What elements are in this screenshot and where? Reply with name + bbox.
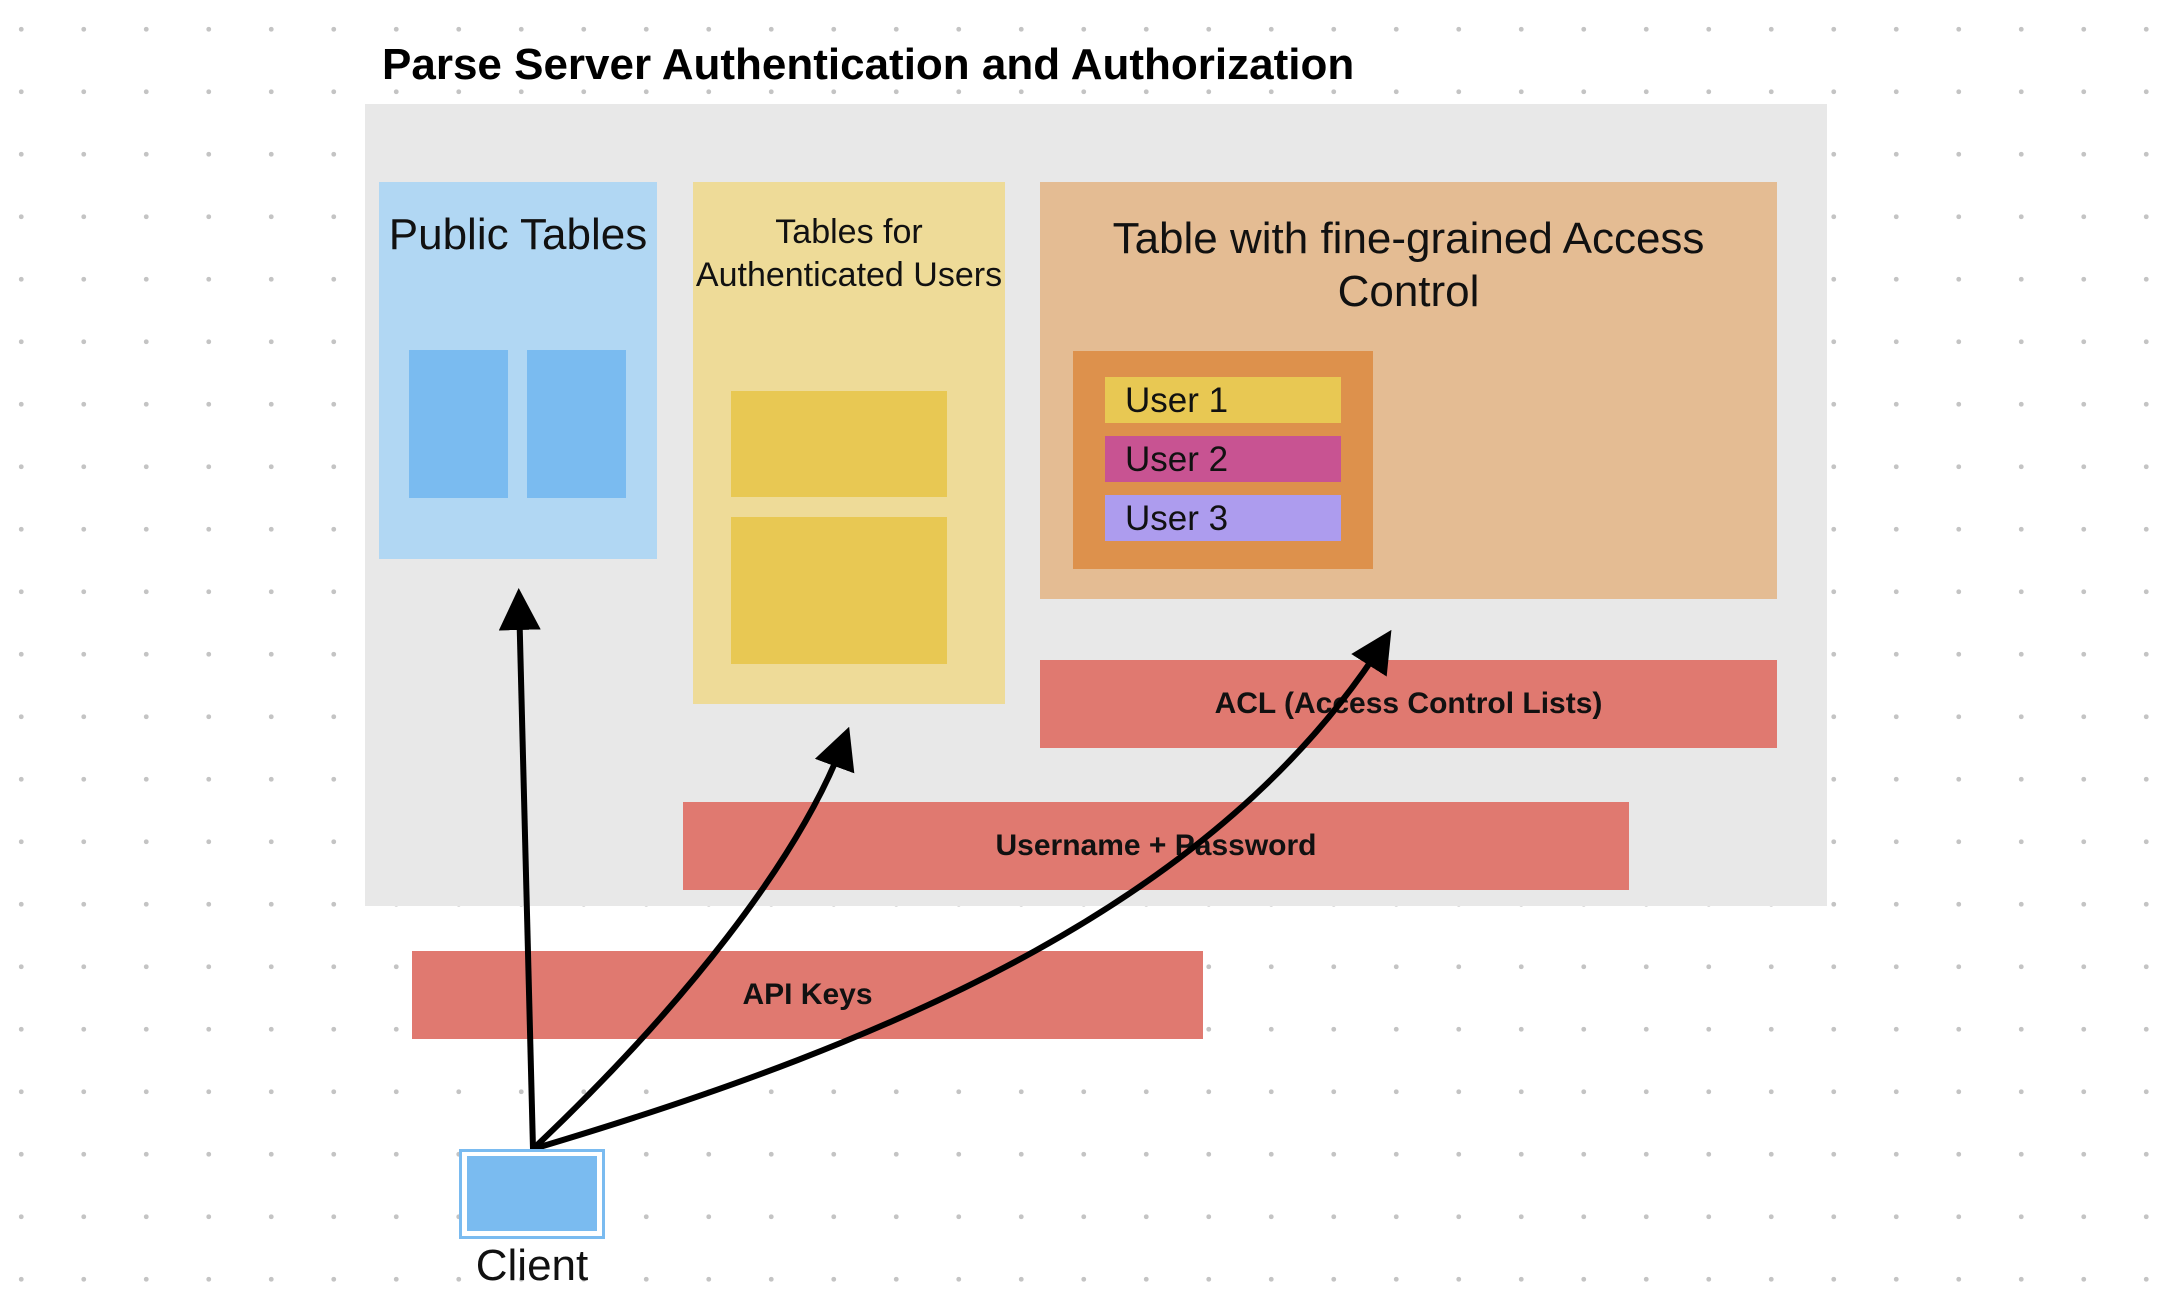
arrow-to-acl-table [532,629,1392,1152]
client-device-screen [467,1156,597,1231]
api-keys-layer: API Keys [412,951,1203,1039]
user-row-1: User 1 [1105,377,1341,423]
user-row-3: User 3 [1105,495,1341,541]
user-row-2: User 2 [1105,436,1341,482]
authenticated-table-tile [731,391,947,497]
public-table-tile [409,350,508,498]
public-table-tile [527,350,626,498]
arrow-to-public-tables [498,588,541,1150]
client-label: Client [475,1241,589,1290]
diagram-title: Parse Server Authentication and Authoriz… [382,40,1355,89]
authenticated-tables-label: Tables for Authenticated Users [695,213,1003,294]
arrow-to-authenticated-tables [530,726,855,1152]
authenticated-table-tile [731,517,947,664]
acl-table-label: Table with fine-grained Access Control [1112,214,1705,316]
public-tables-label: Public Tables [388,210,648,259]
username-password-layer: Username + Password [683,802,1629,890]
acl-layer: ACL (Access Control Lists) [1040,660,1777,748]
